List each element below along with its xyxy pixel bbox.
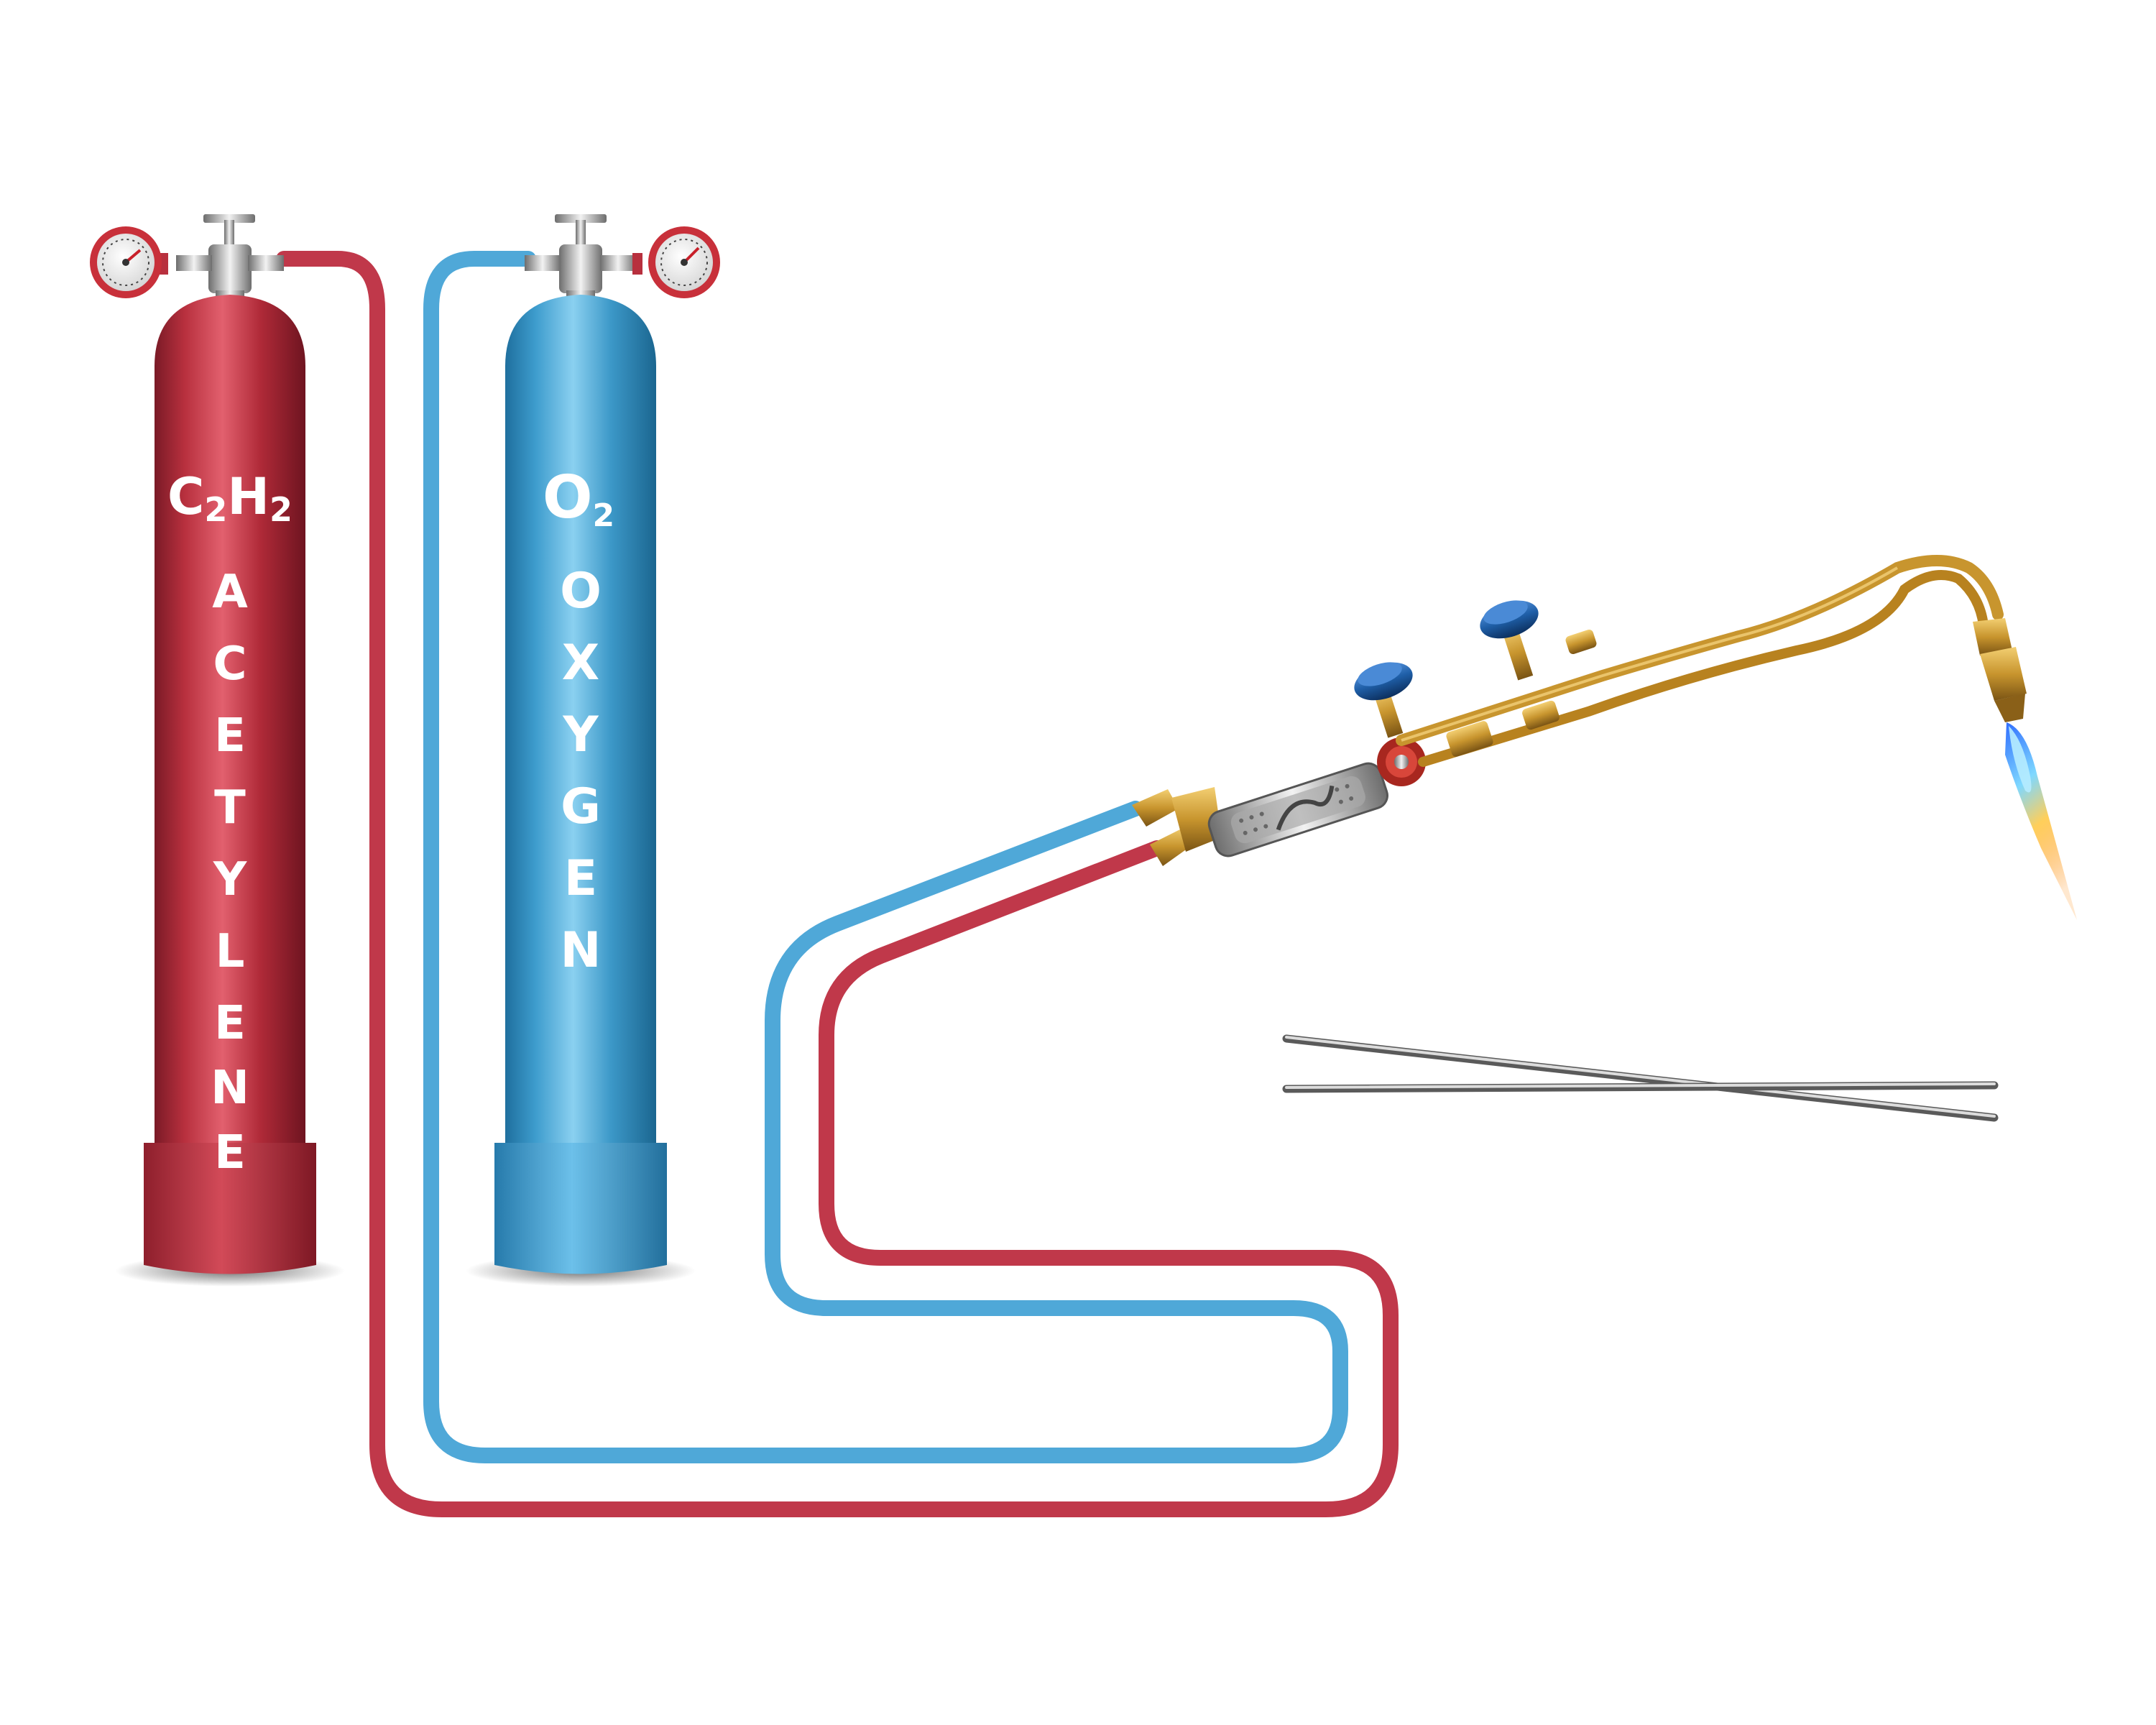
- hose-fitting-blue: [1132, 789, 1179, 827]
- torch-handle: [1207, 762, 1388, 857]
- acetylene-letter: E: [214, 709, 246, 763]
- acetylene-formula: C2H2: [167, 467, 292, 529]
- torch-fitting: [1446, 721, 1493, 757]
- filler-rods: [1282, 1034, 1999, 1122]
- oxygen-base: [494, 1143, 667, 1274]
- acetylene-body: [155, 295, 305, 1150]
- acetylene-letter: N: [211, 1062, 249, 1115]
- oxygen-formula: O2: [543, 464, 614, 534]
- acetylene-letter: E: [214, 997, 246, 1050]
- acetylene-label: A C E T Y L E N E: [211, 566, 249, 1179]
- acetylene-letter: T: [214, 781, 246, 834]
- torch-fitting: [1565, 630, 1597, 654]
- oxygen-hose: [423, 251, 1348, 1463]
- y-connector: [1171, 787, 1222, 852]
- torch-fitting: [1522, 700, 1560, 730]
- acetylene-letter: L: [216, 925, 245, 978]
- oxygen-valve-wheel: [1377, 737, 1426, 786]
- acetylene-letter: C: [213, 638, 247, 691]
- oxygen-letter: Y: [562, 707, 599, 763]
- oxygen-letter: G: [561, 778, 601, 835]
- knob-stem: [1501, 624, 1534, 681]
- welding-torch: [1132, 555, 2077, 920]
- acetylene-valve: [158, 214, 284, 306]
- torch-knob-icon: [1480, 600, 1539, 639]
- torch-knob-icon: [1354, 662, 1413, 701]
- pressure-gauge-icon: [648, 226, 720, 298]
- torch-tube-lower: [1418, 570, 1989, 767]
- torch-nozzle: [1973, 618, 2027, 722]
- acetylene-cylinder: C2H2 A C E T Y L E N E: [90, 214, 345, 1287]
- acetylene-letter: A: [212, 566, 248, 619]
- oxygen-letter: E: [564, 850, 597, 907]
- acetylene-letter: Y: [213, 853, 247, 906]
- flame-core: [2009, 726, 2032, 793]
- pressure-gauge-icon: [90, 226, 162, 298]
- oxygen-letter: N: [561, 922, 602, 979]
- acetylene-letter: E: [214, 1126, 246, 1179]
- oxygen-letter: O: [560, 563, 602, 620]
- oxygen-body: [505, 295, 656, 1150]
- oxygen-letter: X: [562, 635, 599, 691]
- acetylene-hose: [276, 251, 1399, 1517]
- oxygen-cylinder: O2 O X Y G E N: [466, 214, 720, 1287]
- hoses: [276, 251, 1399, 1517]
- oxygen-label: O X Y G E N: [560, 563, 602, 979]
- oxygen-valve: [525, 214, 642, 306]
- acetylene-base: [144, 1143, 316, 1274]
